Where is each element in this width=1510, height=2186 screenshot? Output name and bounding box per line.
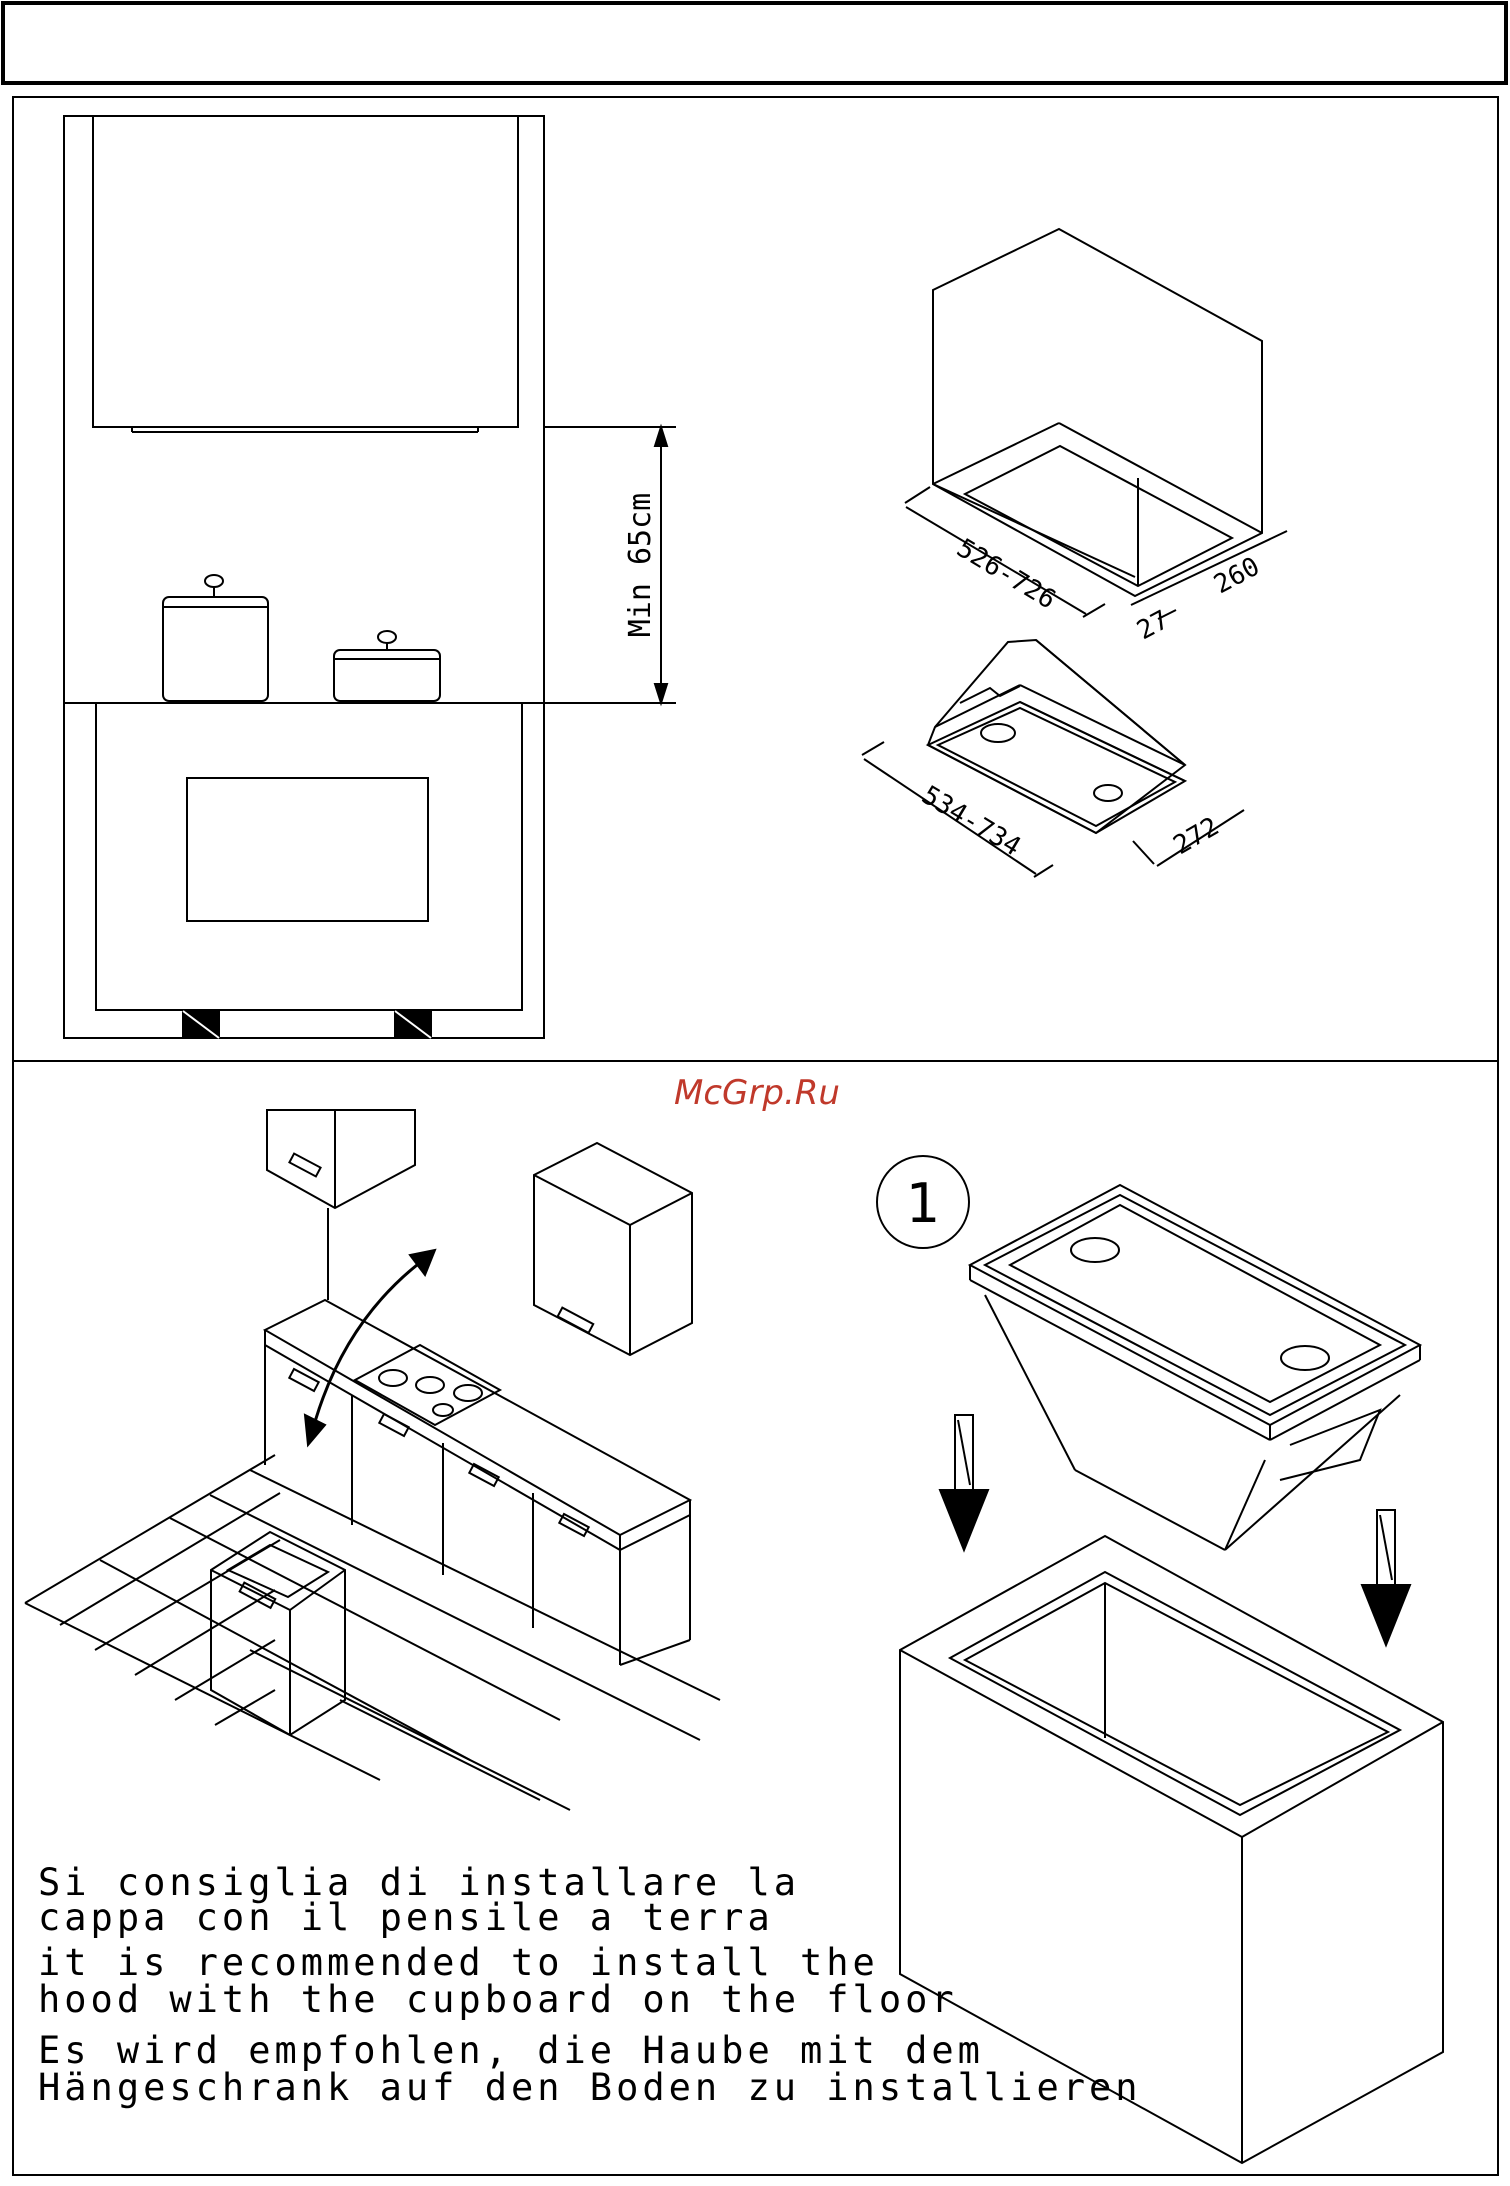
isometric-kitchen xyxy=(25,1110,720,1810)
hood-width-label: 534-734 xyxy=(916,780,1025,862)
note-german-line2: Hängeschrank auf den Boden zu installier… xyxy=(38,2069,1142,2107)
note-italian-line2: cappa con il pensile a terra xyxy=(38,1899,774,1937)
pot-large xyxy=(163,597,268,701)
pot-small xyxy=(334,650,440,701)
base-cabinet xyxy=(96,703,522,1010)
oven-window xyxy=(187,778,428,921)
cabinet-depth-label: 260 xyxy=(1209,552,1265,601)
note-english-line1: it is recommended to install the xyxy=(38,1944,879,1982)
wall-cabinet xyxy=(93,116,518,427)
header-box xyxy=(3,3,1506,83)
note-german-line1: Es wird empfohlen, die Haube mit dem xyxy=(38,2032,984,2070)
hood-dimension-drawing xyxy=(862,229,1287,877)
step-1-drawing xyxy=(877,1156,1443,2163)
min-clearance-label: Min 65cm xyxy=(623,493,658,638)
kitchen-elevation xyxy=(64,116,676,1038)
step-number: 1 xyxy=(906,1172,940,1235)
watermark-text: McGrp.Ru xyxy=(674,1073,840,1113)
cabinet-edge-label: 27 xyxy=(1132,605,1174,646)
note-english-line2: hood with the cupboard on the floor xyxy=(38,1981,958,2019)
